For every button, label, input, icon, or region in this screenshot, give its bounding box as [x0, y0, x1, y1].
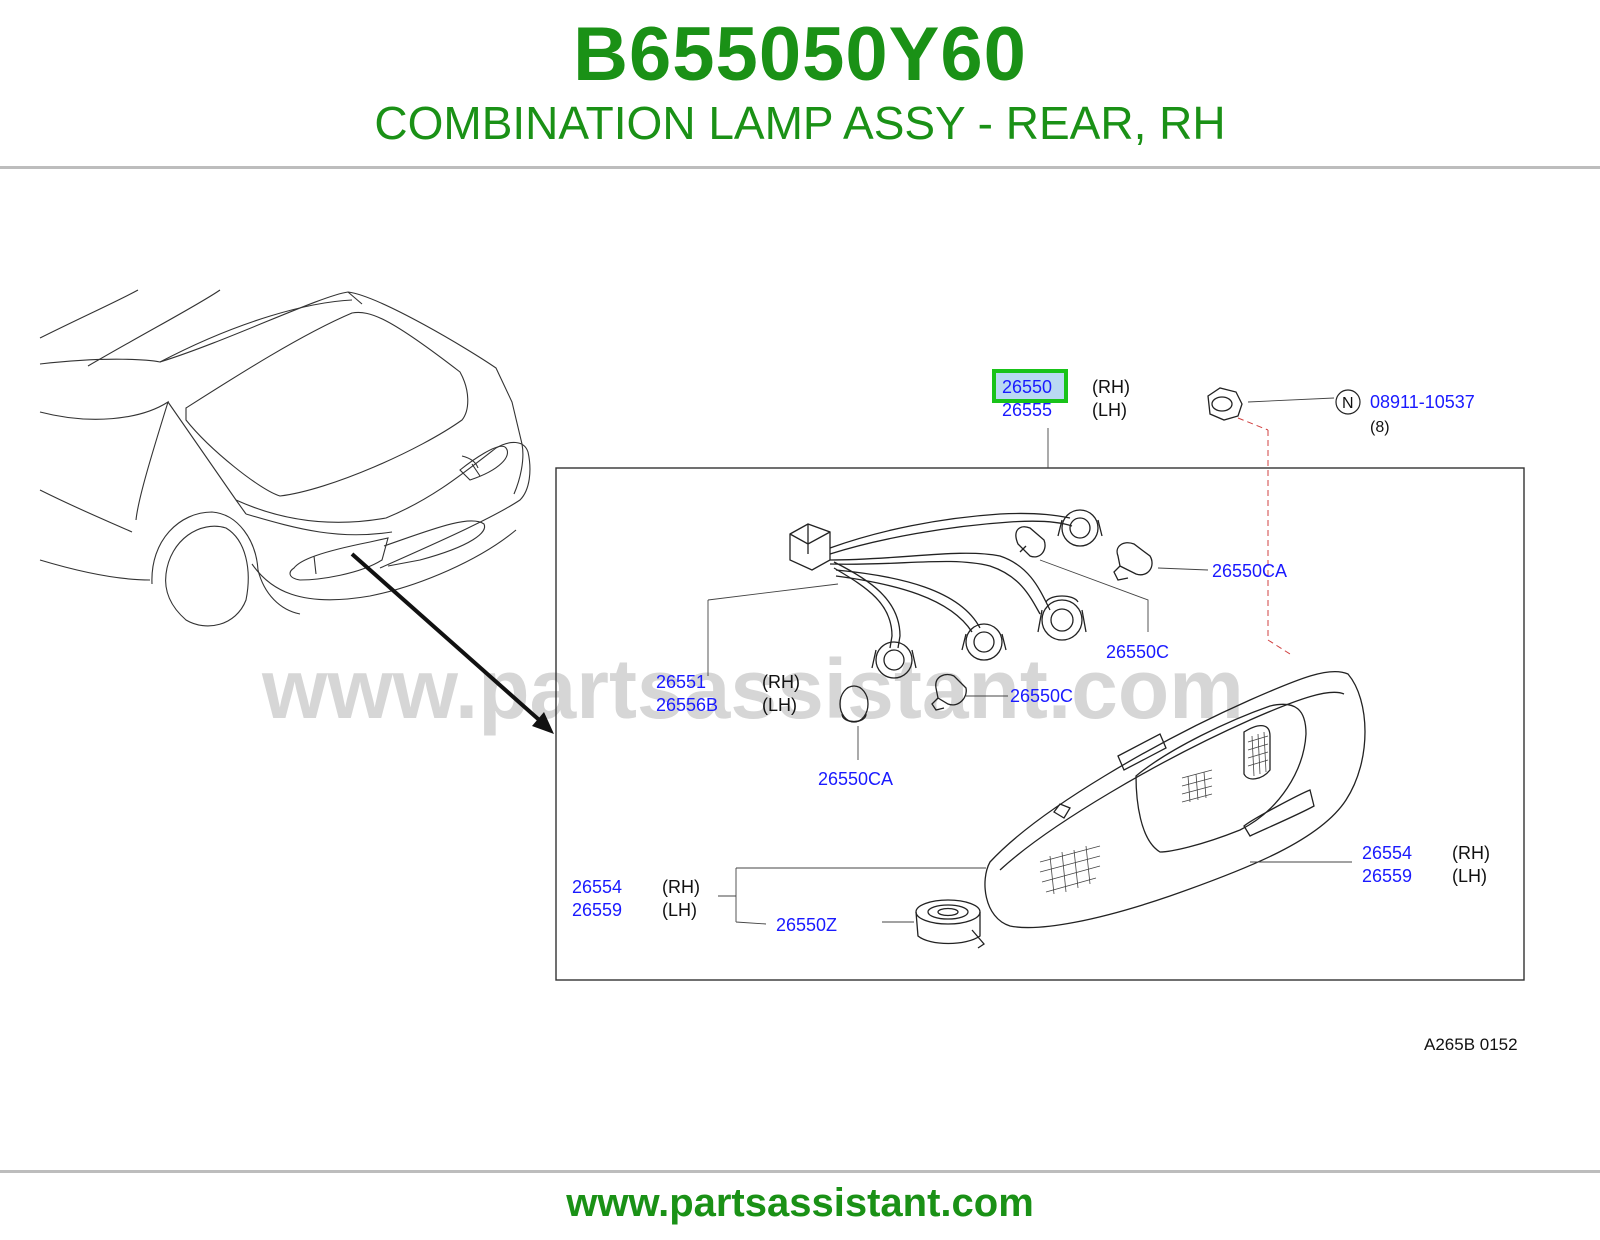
header-divider: [0, 166, 1600, 169]
part-label-bulb-mid[interactable]: 26550C: [1010, 686, 1073, 706]
watermark-text: www.partsassistant.com: [261, 642, 1244, 736]
part-label-nut[interactable]: 08911-10537: [1370, 392, 1475, 412]
part-label-lamp-left-rh[interactable]: 26554: [572, 877, 622, 897]
part-label-lamp-right-rh[interactable]: 26554: [1362, 843, 1412, 863]
nut-part: [1207, 387, 1361, 655]
detail-frame: [555, 467, 1525, 981]
part-side-harness-rh: (RH): [762, 672, 800, 692]
part-label-harness-rh[interactable]: 26551: [656, 672, 706, 692]
wiring-harness: [789, 509, 1103, 679]
bulb-bottom: [839, 685, 869, 760]
part-side-lamp-left-lh: (LH): [662, 900, 697, 920]
seal-roll: [882, 899, 985, 949]
lamp-housing: [984, 670, 1366, 929]
part-label-lamp-left-lh[interactable]: 26559: [572, 900, 622, 920]
footer-site-link[interactable]: www.partsassistant.com: [566, 1181, 1034, 1225]
part-label-harness-lh[interactable]: 26556B: [656, 695, 718, 715]
part-side-harness-lh: (LH): [762, 695, 797, 715]
nut-badge-n: N: [1342, 395, 1354, 412]
part-label-bulb-bottom[interactable]: 26550CA: [818, 769, 893, 789]
part-side-lamp-right-lh: (LH): [1452, 866, 1487, 886]
part-side-main-rh: (RH): [1092, 377, 1130, 397]
car-illustration: [39, 289, 531, 627]
footer-divider: [0, 1170, 1600, 1173]
nut-quantity: (8): [1370, 419, 1390, 436]
part-label-lamp-right-lh[interactable]: 26559: [1362, 866, 1412, 886]
diagram-reference-code: A265B 0152: [1424, 1035, 1518, 1054]
part-label-main-rh[interactable]: 26550: [1002, 377, 1052, 397]
part-side-lamp-left-rh: (RH): [662, 877, 700, 897]
part-label-socket-top[interactable]: 26550C: [1106, 642, 1169, 662]
part-description: COMBINATION LAMP ASSY - REAR, RH: [374, 97, 1226, 149]
part-side-main-lh: (LH): [1092, 400, 1127, 420]
part-label-bulb-top-right[interactable]: 26550CA: [1212, 561, 1287, 581]
page-header: B655050Y60 COMBINATION LAMP ASSY - REAR,…: [0, 0, 1600, 168]
part-label-seal[interactable]: 26550Z: [776, 915, 837, 935]
bulb-mid: [931, 673, 1008, 711]
callout-arrow: [350, 552, 554, 734]
highlighted-part-box: [992, 369, 1068, 403]
part-side-lamp-right-rh: (RH): [1452, 843, 1490, 863]
part-number-title: B655050Y60: [573, 12, 1027, 97]
part-label-main-lh[interactable]: 26555: [1002, 400, 1052, 420]
bulb-top-right: [1113, 542, 1209, 581]
